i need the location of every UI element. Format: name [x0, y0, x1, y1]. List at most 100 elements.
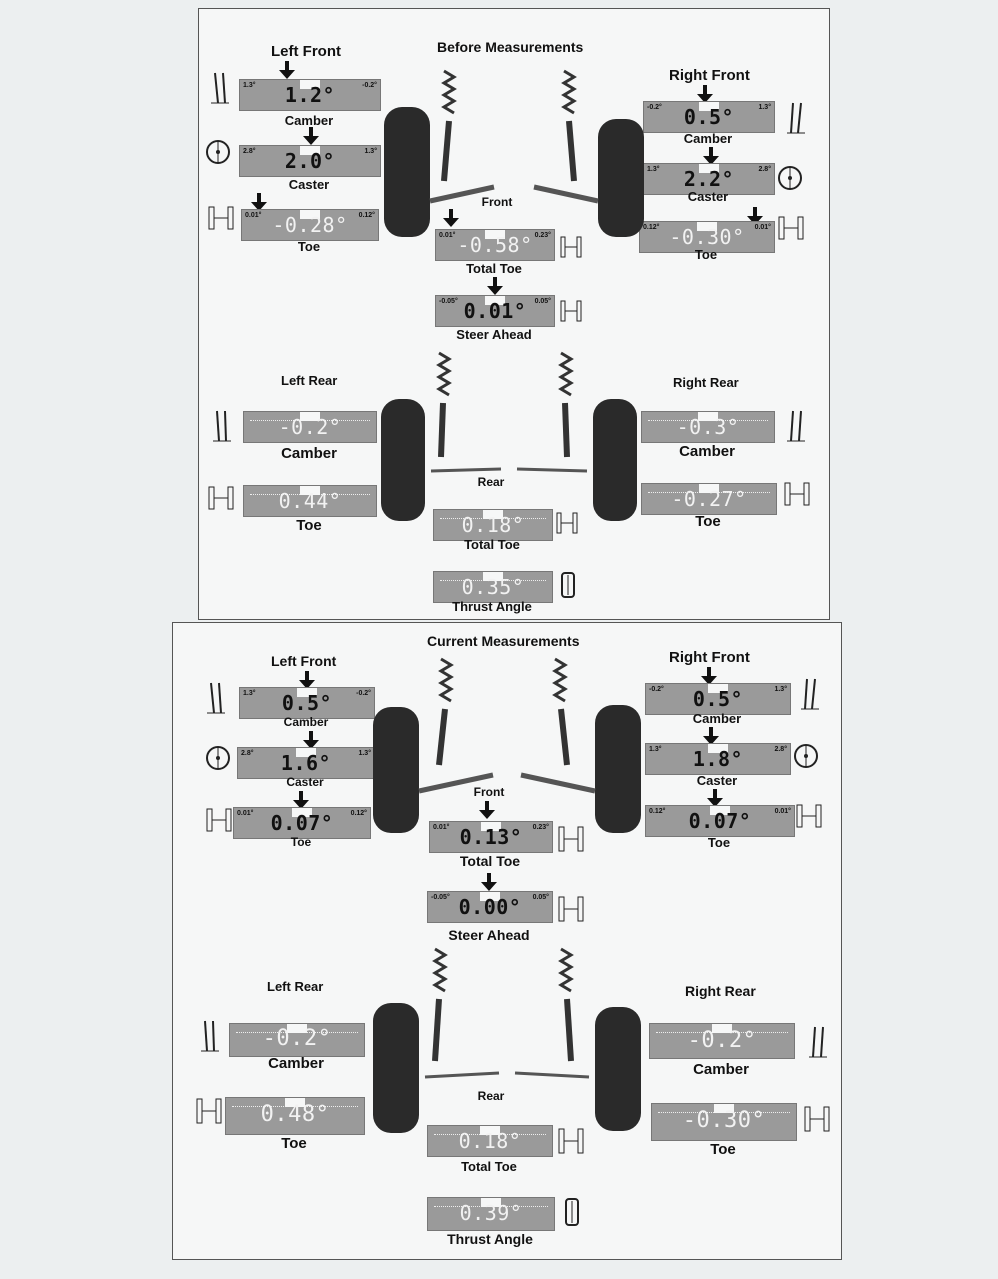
before-rear-total-toe-caption: Total Toe [464, 537, 520, 552]
max-limit: 1.3° [774, 686, 787, 693]
value: 0.01° [463, 299, 527, 323]
value: 2.0° [284, 149, 336, 173]
rear-suspension-icon [373, 945, 641, 1135]
before-left-rear-label: Left Rear [281, 373, 338, 388]
current-lr-camber-caption: Camber [268, 1055, 324, 1072]
before-lr-toe-meter: 0.44° [243, 485, 377, 517]
max-limit: 0.01° [774, 808, 791, 815]
min-limit: 1.3° [243, 690, 256, 697]
axle-toe-icon [783, 481, 811, 507]
current-lf-caster-caption: Caster [286, 775, 324, 789]
current-right-rear-label: Right Rear [685, 983, 756, 999]
min-limit: 2.8° [243, 148, 256, 155]
before-right-front-label: Right Front [669, 67, 750, 84]
value: -0.27° [671, 487, 747, 511]
max-limit: 0.01° [754, 224, 771, 231]
before-rear-label: Rear [477, 475, 505, 489]
current-title: Current Measurements [427, 633, 580, 649]
current-rf-caster-caption: Caster [696, 773, 738, 788]
before-front-label: Front [481, 195, 513, 209]
value: 1.2° [284, 83, 336, 107]
wheel-camber-icon [209, 71, 231, 105]
wheel-caster-icon [205, 139, 231, 165]
max-limit: 1.3° [758, 104, 771, 111]
axle-toe-icon [795, 803, 823, 829]
wheel-camber-icon [785, 409, 807, 443]
max-limit: 0.23° [532, 824, 549, 831]
max-limit: 0.05° [534, 298, 551, 305]
value: -0.30° [669, 225, 745, 249]
min-limit: -0.05° [439, 298, 458, 305]
current-total-toe-caption: Total Toe [459, 853, 521, 869]
min-limit: 0.12° [643, 224, 660, 231]
before-rear-total-toe-meter: 0.18° [433, 509, 553, 541]
current-rear-total-toe-meter: 0.18° [427, 1125, 553, 1157]
value: -0.2° [278, 415, 342, 439]
before-title: Before Measurements [437, 39, 584, 55]
value: 0.18° [458, 1129, 522, 1153]
value: 0.5° [692, 687, 744, 711]
max-limit: 0.23° [534, 232, 551, 239]
axle-toe-icon [195, 1097, 223, 1125]
axle-toe-icon [205, 807, 233, 833]
before-lf-camber-caption: Camber [284, 113, 334, 128]
current-steer-ahead-meter: -0.05°0.05° 0.00° [427, 891, 553, 923]
wheel-caster-icon [777, 165, 803, 191]
current-lf-toe-caption: Toe [290, 835, 312, 849]
current-lr-camber-meter: -0.2° [229, 1023, 365, 1057]
before-thrust-angle-caption: Thrust Angle [452, 599, 532, 614]
before-lr-camber-meter: -0.2° [243, 411, 377, 443]
wheel-camber-icon [211, 409, 233, 443]
front-suspension-icon [373, 655, 641, 835]
min-limit: 1.3° [243, 82, 256, 89]
before-rf-camber-caption: Camber [683, 131, 733, 146]
before-lf-caster-caption: Caster [288, 177, 330, 192]
current-rear-total-toe-caption: Total Toe [461, 1159, 517, 1174]
current-lf-camber-caption: Camber [283, 715, 329, 729]
value: -0.3° [676, 415, 740, 439]
value: 1.6° [280, 751, 332, 775]
max-limit: 0.05° [532, 894, 549, 901]
before-lf-toe-caption: Toe [297, 239, 321, 254]
axle-toe-icon [557, 895, 585, 923]
min-limit: 0.12° [649, 808, 666, 815]
axle-toe-icon [207, 485, 235, 511]
current-rr-toe-caption: Toe [710, 1141, 736, 1158]
axle-toe-icon [555, 511, 579, 535]
min-limit: -0.2° [649, 686, 664, 693]
current-lf-caster-meter: 2.8°1.3° 1.6° [237, 747, 375, 779]
current-rf-caster-meter: 1.3°2.8° 1.8° [645, 743, 791, 775]
value: 0.00° [458, 895, 522, 919]
max-limit: 2.8° [758, 166, 771, 173]
axle-toe-icon [207, 205, 235, 231]
before-lr-toe-caption: Toe [296, 517, 322, 534]
axle-toe-icon [557, 825, 585, 853]
before-total-toe-caption: Total Toe [466, 261, 522, 276]
current-thrust-angle-meter: 0.39° [427, 1197, 555, 1231]
min-limit: 0.01° [433, 824, 450, 831]
before-rf-caster-caption: Caster [687, 189, 729, 204]
wheel-camber-icon [199, 1019, 221, 1053]
wheel-caster-icon [205, 745, 231, 771]
current-left-front-label: Left Front [271, 653, 337, 669]
before-lr-camber-caption: Camber [281, 445, 337, 462]
before-steer-ahead-meter: -0.05° 0.05° 0.01° [435, 295, 555, 327]
max-limit: 2.8° [774, 746, 787, 753]
current-thrust-angle-caption: Thrust Angle [447, 1231, 533, 1247]
before-rf-toe-meter: 0.12° 0.01° -0.30° [639, 221, 775, 253]
max-limit: 0.12° [358, 212, 375, 219]
before-rr-toe-meter: -0.27° [641, 483, 777, 515]
before-rf-camber-meter: -0.2°1.3° 0.5° [643, 101, 775, 133]
before-lf-caster-meter: 2.8°1.3° 2.0° [239, 145, 381, 177]
current-left-rear-label: Left Rear [267, 979, 324, 994]
current-lf-camber-meter: 1.3°-0.2° 0.5° [239, 687, 375, 719]
value: 0.07° [270, 811, 334, 835]
value: 0.13° [459, 825, 523, 849]
before-measurements-sheet: Before Measurements Left Front 1.3°-0.2°… [198, 8, 830, 620]
max-limit: 1.3° [358, 750, 371, 757]
before-rf-caster-meter: 1.3°2.8° 2.2° [643, 163, 775, 195]
current-right-front-label: Right Front [669, 649, 750, 666]
value: 0.44° [278, 489, 342, 513]
value: -0.2° [687, 1028, 757, 1053]
before-left-front-label: Left Front [271, 43, 341, 60]
